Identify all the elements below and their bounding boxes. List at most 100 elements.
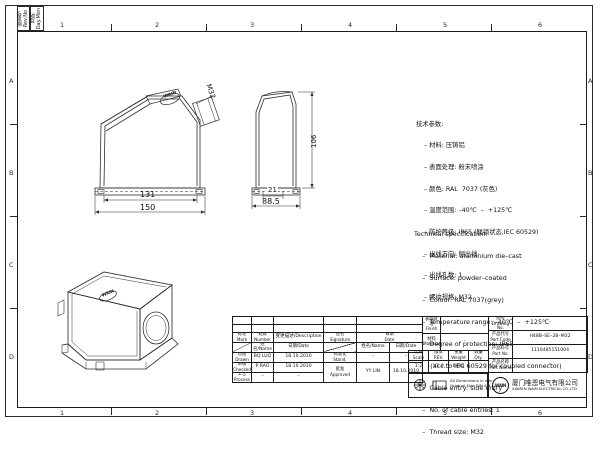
column-mark-6: 6 xyxy=(538,21,543,29)
rev-cell xyxy=(232,316,252,325)
role-process: 工艺 Process xyxy=(232,372,252,384)
specifications-chinese: 技术参数: – 材料: 压铸铝 – 表面处理: 粉末喷涂 – 颜色: RAL 7… xyxy=(416,98,539,315)
sheet-inner-border xyxy=(17,31,587,408)
signature-row-checked: 审核 Checked P RAO 18.10.2010 批准 Approved … xyxy=(232,362,423,384)
column-mark-bottom-5: 5 xyxy=(443,409,448,417)
rev-cell xyxy=(323,316,357,325)
revision-marker-label: 版本号 Rev.No xyxy=(16,9,29,28)
revision-header-signature: 签名 Sig­nature xyxy=(323,332,357,343)
metric-label-weight: 重量 Weight xyxy=(448,350,469,361)
approved-name: YY LIN xyxy=(356,362,390,384)
row-mark-b: B xyxy=(9,169,14,177)
approval-diagonal-cell xyxy=(323,341,357,354)
signature-row-drawn: 绘图 Drawn BQ LUO 18.10.2010 标准化 Stand. – … xyxy=(232,352,423,364)
ruler-tick xyxy=(580,216,587,217)
part-value-part-no: 1110485151004 xyxy=(512,344,588,360)
spec-cn-line-6: – 出线孔数: 1 xyxy=(424,272,463,280)
rev-cell xyxy=(323,324,357,333)
role-approved: 批准 Approved xyxy=(323,362,357,384)
revision-header-date: 日期 Date xyxy=(356,332,423,343)
spec-cn-line-2: – 颜色: RAL 7037 (灰色) xyxy=(424,185,498,193)
spec-cn-line-1: – 表面处理: 粉末喷涂 xyxy=(424,163,484,171)
ruler-tick xyxy=(491,24,492,31)
metric-label-scale: 比例 Scale xyxy=(408,350,429,361)
company-name-en: XIAMEN WAIN ELECTRICAL CO.,LTD xyxy=(512,385,577,391)
column-mark-bottom-2: 2 xyxy=(155,409,160,417)
signature-name-header: 姓名/Name xyxy=(251,341,274,354)
drawn-date: 18.10.2010 xyxy=(273,352,324,364)
dimension-131: 131 xyxy=(140,190,156,199)
revision-header-row: 标记 Mark 处数 Number 变更描述/Description 签名 Si… xyxy=(232,332,423,343)
dimension-106: 106 xyxy=(310,134,318,148)
metric-label-rev: 版本 REV. xyxy=(428,350,449,361)
ruler-tick xyxy=(10,124,17,125)
column-mark-5: 5 xyxy=(443,21,448,29)
approval-name-header: 姓名/Name xyxy=(356,341,390,354)
rev-cell xyxy=(273,316,324,325)
part-table: 图号 Drawing No. – 产品代号 Part Code H48B–SE–… xyxy=(488,315,588,374)
part-row-part-code: 产品代号 Part Code H48B–SE–2B–M32 xyxy=(488,330,588,346)
signature-row-process: 工艺 Process – – xyxy=(232,372,423,384)
drawn-name: BQ LUO xyxy=(251,352,274,364)
column-mark-1: 1 xyxy=(60,21,65,29)
rev-cell xyxy=(273,324,324,333)
company-name-cn: 厦门唯恩电气有限公司 xyxy=(512,378,578,387)
row-mark-right-c: C xyxy=(588,261,593,269)
revision-marker-box: 版本号 Rev.No xyxy=(17,6,30,31)
role-stand: 标准化 Stand. xyxy=(323,352,357,364)
first-angle-projection-icon xyxy=(414,379,447,391)
ruler-tick xyxy=(396,24,397,31)
company-identity: WAIN 厦门唯恩电气有限公司 XIAMEN WAIN ELECTRICAL C… xyxy=(492,377,578,394)
role-drawn: 绘图 Drawn xyxy=(232,352,252,364)
metric-label-qty: 数量 Qty. xyxy=(468,350,489,361)
revision-header-description: 变更描述/Description xyxy=(273,332,324,343)
property-row-material: 材料 Material – xyxy=(422,333,489,351)
column-mark-3: 3 xyxy=(250,21,255,29)
ruler-tick xyxy=(580,124,587,125)
column-mark-4: 4 xyxy=(348,21,353,29)
spec-en-line-8: – Thread size: M32 xyxy=(422,428,484,437)
part-row-part-no: 产品料号 Part No. 1110485151004 xyxy=(488,344,588,360)
row-mark-c: C xyxy=(9,261,14,269)
spec-cn-line-0: – 材料: 压铸铝 xyxy=(424,142,465,150)
date-marker-box: 日期 Day.Mon xyxy=(30,6,44,31)
company-logo-icon: WAIN xyxy=(492,377,509,394)
rev-cell xyxy=(356,316,423,325)
spec-en-line-2: – Colour: RAL 7037(grey) xyxy=(422,296,504,305)
date-marker-label: 日期 Day.Mon xyxy=(30,7,42,30)
ruler-tick xyxy=(111,408,112,415)
ruler-tick xyxy=(206,408,207,415)
stand-name: – xyxy=(356,352,390,364)
units-note-line2: Original Size DIN A 4 xyxy=(450,382,491,388)
dimension-150: 150 xyxy=(140,203,156,212)
ruler-tick xyxy=(580,308,587,309)
property-value-material: – xyxy=(440,333,489,351)
rev-cell xyxy=(232,324,252,333)
spec-en-line-1: – Surface: powder–coated xyxy=(422,274,507,283)
spec-cn-line-5: – 出线方向: 侧出线 xyxy=(424,250,478,258)
part-label-part-code: 产品代号 Part Code xyxy=(488,330,513,346)
ruler-tick xyxy=(111,24,112,31)
metrics-header-row: 比例 Scale 版本 REV. 重量 Weight 数量 Qty. xyxy=(408,350,489,361)
ruler-tick xyxy=(206,24,207,31)
units-note: All Dimensions in mm Original Size DIN A… xyxy=(450,378,493,389)
spec-en-line-0: – Material: aluminium die–cast xyxy=(422,252,522,261)
spec-cn-title: 技术参数: xyxy=(416,120,444,128)
role-checked: 审核 Checked xyxy=(232,362,252,374)
property-label-material: 材料 Material xyxy=(422,333,441,351)
part-label-part-name: 产品名称 Part Name xyxy=(488,358,513,374)
revision-row-empty-1 xyxy=(232,316,423,325)
ruler-tick xyxy=(10,216,17,217)
part-row-part-name: 产品名称 Part Name – xyxy=(488,358,588,374)
spec-en-line-7: – No. of cable entries: 1 xyxy=(422,406,500,415)
units-note-line1: All Dimensions in mm xyxy=(450,378,493,383)
company-block xyxy=(488,372,587,398)
rev-cell xyxy=(251,316,274,325)
property-value-finish: – xyxy=(440,316,489,334)
column-mark-bottom-3: 3 xyxy=(250,409,255,417)
part-label-drawing-no: 图号 Drawing No. xyxy=(488,315,513,332)
part-value-part-code: H48B–SE–2B–M32 xyxy=(512,330,588,346)
revision-row-empty-2 xyxy=(232,324,423,333)
row-mark-a: A xyxy=(9,77,14,85)
part-label-part-no: 产品料号 Part No. xyxy=(488,344,513,360)
